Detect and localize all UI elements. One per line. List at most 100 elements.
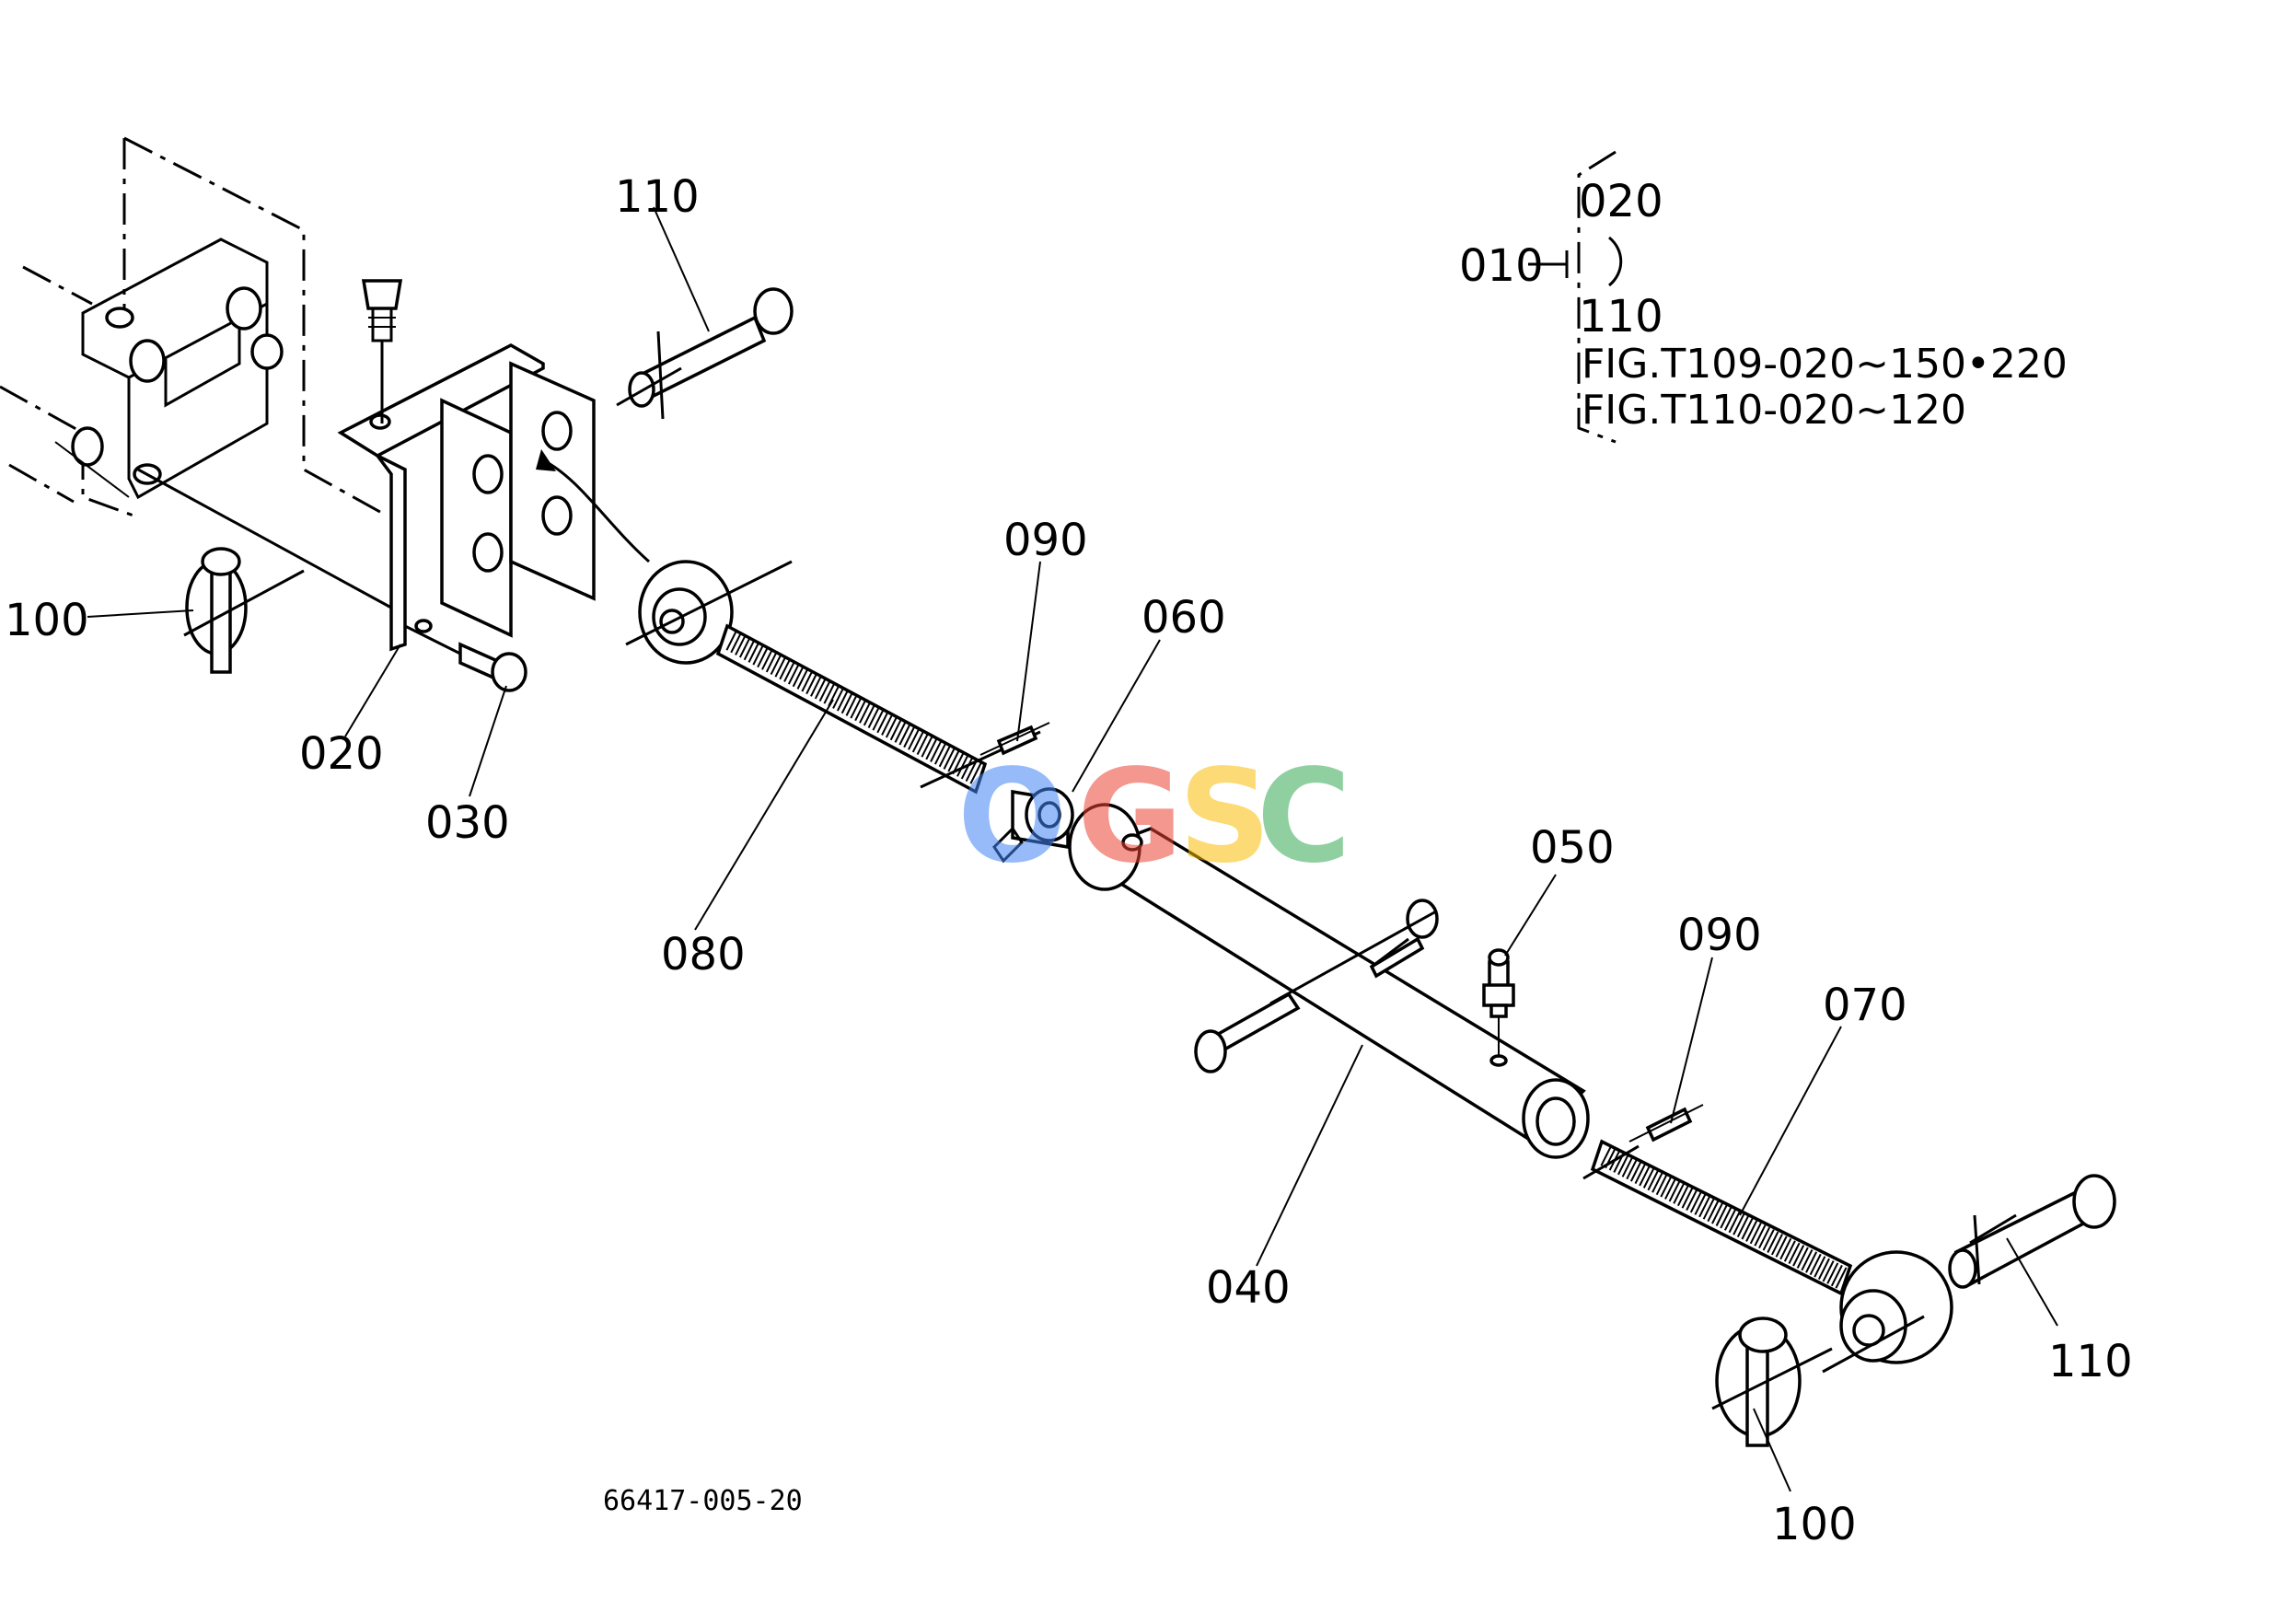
thread-mark (1673, 1182, 1686, 1204)
thread-mark (1655, 1173, 1668, 1196)
thread-mark (818, 679, 831, 702)
thread-mark (1745, 1220, 1758, 1242)
thread-mark (823, 682, 836, 704)
thread-mark (1600, 1144, 1613, 1166)
thread-mark (1796, 1247, 1809, 1269)
grease-nipple-050 (1482, 948, 1515, 1067)
thread-mark (1758, 1226, 1771, 1249)
thread-mark (1715, 1204, 1728, 1226)
thread-mark (725, 629, 738, 651)
thread-mark (1639, 1165, 1651, 1187)
thread-mark (908, 728, 921, 750)
thread-mark (1634, 1162, 1647, 1184)
thread-mark (1733, 1213, 1745, 1235)
turnbuckle-tube-040 (1068, 803, 1590, 1159)
thread-mark (1728, 1211, 1741, 1234)
thread-mark (956, 755, 969, 777)
range-end: 110 (1579, 291, 1663, 342)
tractor-frame-outline (0, 136, 388, 517)
thread-mark (863, 704, 875, 726)
thread-mark (969, 762, 982, 784)
thread-mark (735, 633, 747, 655)
thread-mark (1711, 1202, 1724, 1224)
thread-mark (770, 653, 782, 676)
thread-mark (1723, 1209, 1736, 1231)
thread-mark (1689, 1191, 1702, 1213)
thread-mark (796, 667, 809, 690)
thread-mark (1626, 1157, 1639, 1180)
thread-mark (1698, 1195, 1711, 1218)
thread-mark (1660, 1176, 1673, 1198)
thread-mark (1775, 1235, 1788, 1258)
thread-mark (792, 665, 805, 688)
callout-040: 040 (1206, 1262, 1291, 1314)
thread-mark (1779, 1237, 1792, 1260)
thread-mark (1676, 1184, 1689, 1207)
watermark-letter-1: O (957, 742, 1067, 892)
fig-reference-1: FIG.T109-020~150•220 (1582, 341, 2068, 388)
thread-mark (1642, 1166, 1655, 1189)
thread-mark (787, 663, 800, 685)
thread-mark (872, 709, 885, 731)
thread-mark (911, 731, 924, 753)
watermark-letter-4: C (1257, 742, 1351, 892)
rod-end-080 (625, 560, 1041, 795)
thread-mark (774, 655, 787, 678)
callout-110-right: 110 (2048, 1336, 2133, 1387)
thread-mark (1788, 1242, 1801, 1265)
pin-110-top (616, 287, 794, 420)
thread-mark (894, 721, 907, 743)
callout-070: 070 (1823, 980, 1907, 1031)
thread-mark (765, 651, 778, 673)
thread-mark (836, 690, 849, 712)
thread-mark (867, 706, 880, 729)
thread-mark (1762, 1229, 1775, 1251)
callout-100-bottom: 100 (1772, 1499, 1857, 1550)
thread-mark (916, 733, 929, 756)
thread-mark (943, 748, 956, 770)
bracket-bolt (361, 279, 403, 423)
thread-mark (1817, 1258, 1830, 1280)
thread-mark (832, 687, 845, 709)
thread-mark (757, 645, 770, 668)
assembly-number: 010 (1459, 240, 1544, 292)
mounting-bracket (137, 343, 650, 652)
callout-090-right: 090 (1677, 910, 1762, 961)
thread-mark (930, 740, 943, 762)
thread-mark (1736, 1215, 1749, 1238)
thread-mark (1749, 1222, 1762, 1245)
watermark-letter-2: G (1077, 742, 1183, 892)
thread-mark (881, 713, 894, 736)
range-start: 020 (1579, 176, 1663, 227)
callout-100-left: 100 (5, 595, 89, 646)
thread-mark (1617, 1154, 1630, 1176)
thread-mark (779, 657, 792, 680)
thread-mark (1621, 1155, 1634, 1177)
spring-pin-090-right (1628, 1104, 1704, 1143)
thread-mark (810, 675, 823, 697)
thread-mark (743, 638, 756, 661)
drawing-number: 66417-005-20 (603, 1485, 803, 1517)
thread-mark (850, 697, 863, 719)
thread-mark (933, 743, 946, 765)
thread-mark (1814, 1256, 1826, 1278)
thread-mark (801, 670, 814, 692)
callout-060: 060 (1142, 592, 1226, 644)
thread-mark (921, 736, 933, 758)
callout-110-top: 110 (615, 171, 700, 223)
thread-mark (805, 672, 818, 695)
watermark-letter-3: S (1178, 742, 1271, 892)
thread-mark (1664, 1177, 1677, 1200)
callout-090-top: 090 (1003, 515, 1088, 566)
thread-mark (1720, 1207, 1733, 1229)
thread-mark (889, 718, 902, 741)
thread-mark (1809, 1253, 1822, 1276)
thread-mark (840, 691, 853, 714)
rod-end-070 (1582, 1139, 1953, 1374)
thread-mark (938, 745, 951, 768)
pin-110-right (1948, 1174, 2116, 1289)
thread-mark (845, 694, 858, 716)
thread-mark (761, 648, 774, 670)
thread-mark (783, 660, 796, 682)
